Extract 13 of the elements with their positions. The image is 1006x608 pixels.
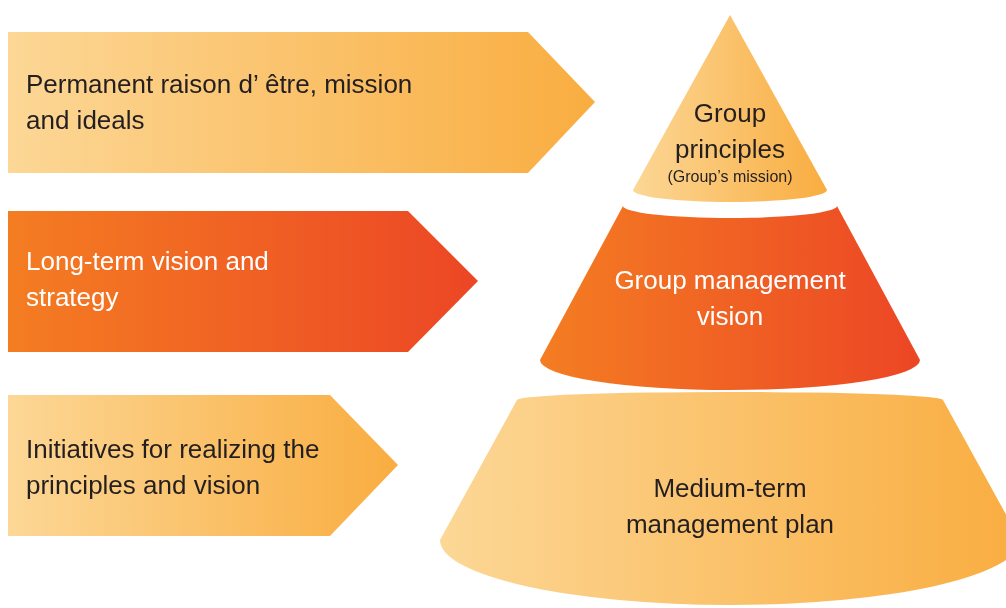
cone-tier [633, 15, 827, 202]
cone-tier [440, 392, 1006, 608]
banner-text: Long-term vision and strategy [26, 245, 270, 314]
tier-label: Group management vision [613, 264, 847, 333]
arrow-banner [8, 211, 479, 353]
tier-subtitle: (Group’s mission) [666, 167, 794, 187]
banner-text: Initiatives for realizing the principles and vision [26, 433, 321, 502]
tier-label: Group principles [674, 97, 786, 166]
tier-label: Medium-term management plan [624, 472, 836, 541]
banner-text: Permanent raison d’ être, mission and ideals [26, 68, 414, 137]
cone-tier [540, 206, 920, 390]
arrow-banner [8, 32, 596, 174]
arrow-banner [8, 395, 399, 537]
